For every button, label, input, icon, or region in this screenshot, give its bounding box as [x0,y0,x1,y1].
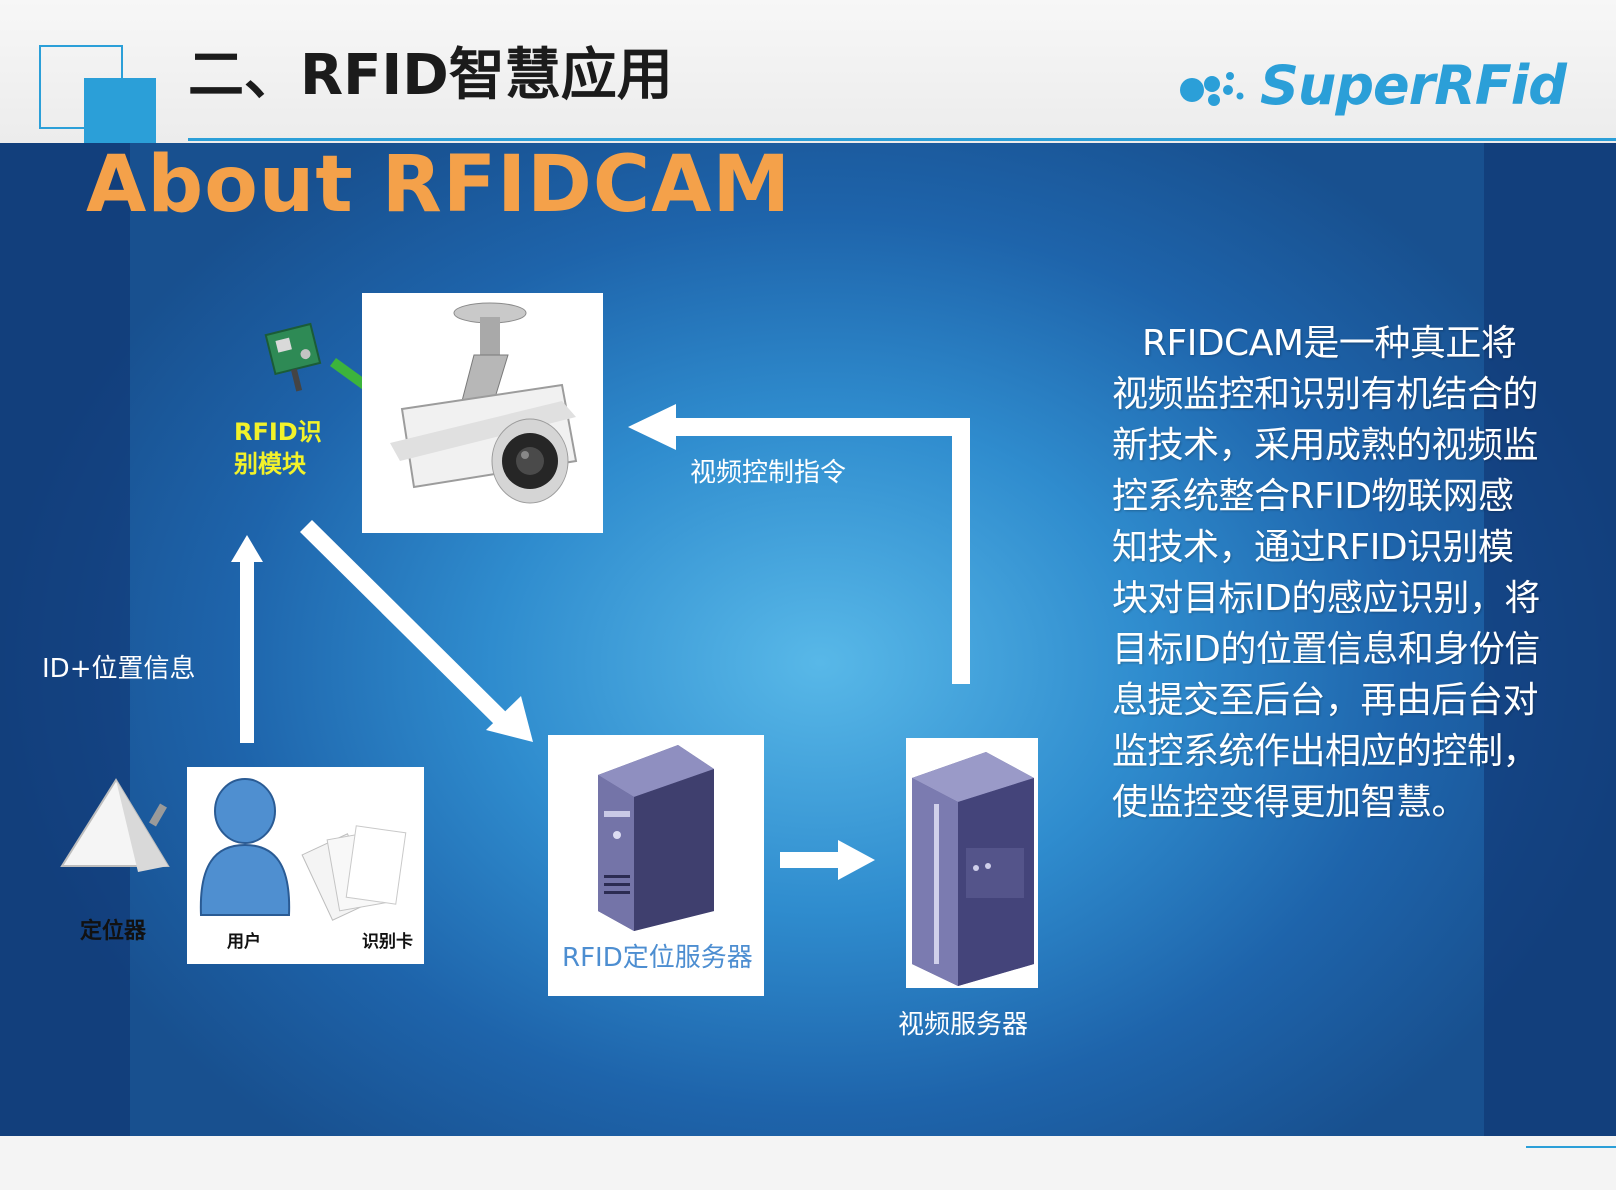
card-label: 识别卡 [362,932,413,952]
arrow-right-to-video-server [780,840,875,880]
arrow-diagonal-to-server [300,520,533,742]
cctv-camera-icon [390,302,578,504]
rfid-server-label: RFID定位服务器 [562,943,753,973]
control-command-label: 视频控制指令 [690,458,847,488]
logo-dots-icon [1180,72,1244,106]
decorative-square-filled [84,78,156,143]
rfid-server-box: RFID定位服务器 [548,735,764,996]
rfid-card-icon [301,825,407,921]
description-paragraph: RFIDCAM是一种真正将视频监控和识别有机结合的新技术，采用成熟的视频监控系统… [1112,323,1540,823]
locator-label: 定位器 [80,919,147,944]
arrow-up-to-module [231,535,263,743]
header-divider [188,138,1616,141]
video-server-cabinet-icon [912,752,1034,986]
rfid-module-board-icon [264,322,322,392]
right-shade-band [1484,143,1616,1136]
logo-text: SuperRFid [1260,54,1567,117]
footer-divider [1526,1146,1616,1148]
about-title: About RFIDCAM [86,140,792,230]
video-server-box [906,738,1038,988]
server-tower-icon [598,745,714,931]
camera-image-box [362,293,603,533]
user-icon [199,778,291,916]
id-position-label: ID+位置信息 [42,654,196,684]
arrow-command-to-camera [628,404,970,684]
header-bar [0,0,1616,143]
user-label: 用户 [227,932,261,952]
user-and-card-box: 用户 识别卡 [187,767,424,964]
locator-device-icon [60,778,170,872]
rfid-module-label: RFID识别模块 [234,418,322,479]
main-panel [0,143,1616,1136]
slide-title: 二、RFID智慧应用 [188,43,673,108]
video-server-label: 视频服务器 [898,1010,1029,1040]
left-shade-band [0,143,130,1136]
footer-bar [0,1136,1616,1190]
